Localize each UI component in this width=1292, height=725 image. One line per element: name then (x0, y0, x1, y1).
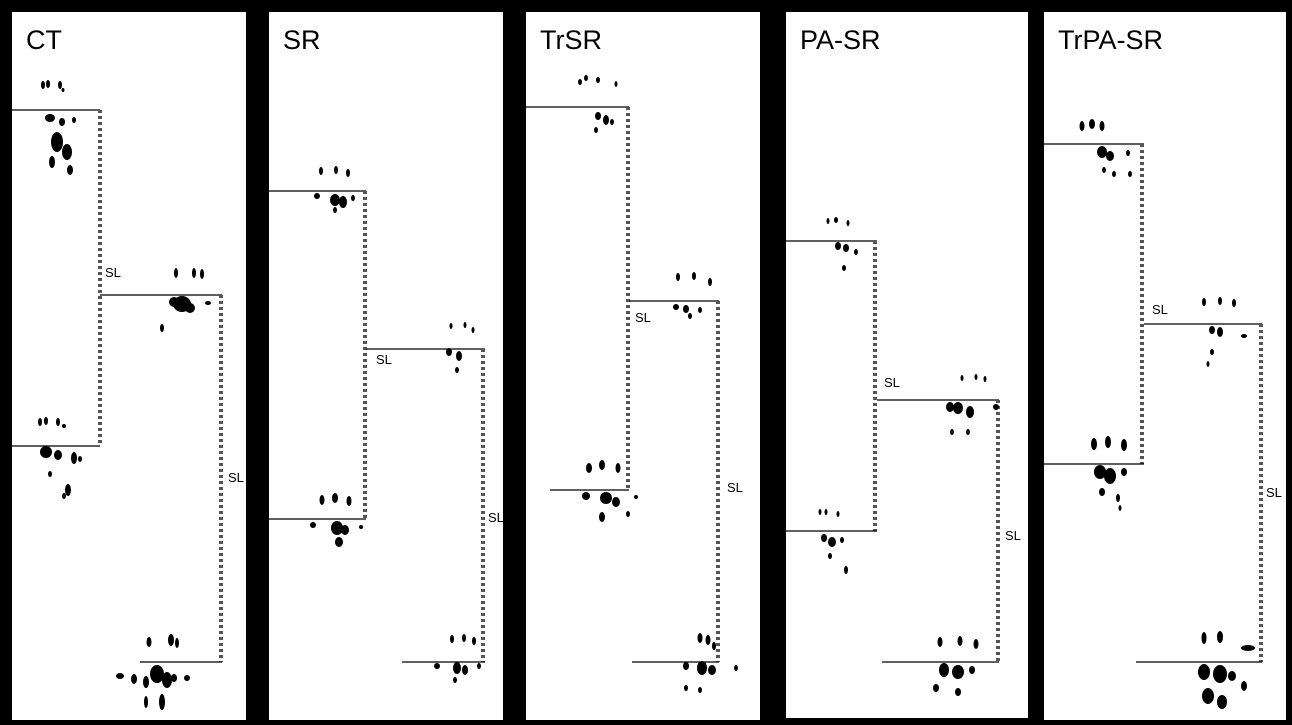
stride-length-label: SL (228, 470, 244, 485)
panel-title: CT (26, 25, 62, 55)
panel-title: PA-SR (800, 25, 881, 55)
pa-sr-gait-diagram: SL SL (786, 217, 1021, 696)
stride-length-label: SL (1266, 485, 1282, 500)
paw-print (116, 634, 190, 710)
paw-print (38, 417, 82, 499)
panel-sr: SL SL SR (269, 12, 503, 720)
stride-length-label: SL (635, 310, 651, 325)
stride-length-label: SL (1152, 302, 1168, 317)
panel-title: TrSR (540, 25, 602, 55)
stride-length-label: SL (1005, 528, 1021, 543)
paw-print (160, 268, 211, 332)
panel-title: TrPA-SR (1058, 25, 1163, 55)
paw-print (933, 636, 979, 696)
paw-print (434, 634, 481, 683)
panel-trpa-sr: SL SL TrPA-SR (1044, 12, 1286, 720)
paw-print (41, 80, 76, 175)
stride-length-label: SL (884, 375, 900, 390)
paw-print (673, 272, 712, 319)
trpa-sr-gait-diagram: SL SL (1044, 119, 1282, 709)
panel-title: SR (283, 25, 321, 55)
stride-length-label: SL (727, 480, 743, 495)
paw-print (310, 493, 363, 547)
ct-gait-diagram: SL SL (12, 80, 244, 710)
sr-gait-diagram: SL SL (269, 166, 503, 683)
paw-print (818, 509, 848, 574)
stride-length-label: SL (376, 352, 392, 367)
paw-print (314, 166, 355, 213)
trsr-gait-diagram: SL SL (526, 75, 743, 693)
paw-print (1079, 119, 1132, 177)
stride-length-label: SL (488, 510, 503, 525)
paw-print (582, 460, 638, 522)
panel-pa-sr: SL SL PA-SR (786, 12, 1028, 718)
panel-ct: SL SL CT (12, 12, 246, 720)
paw-print (946, 374, 999, 435)
paw-print (1198, 631, 1255, 709)
stride-length-label: SL (105, 265, 121, 280)
paw-print (683, 633, 738, 693)
paw-print (826, 217, 858, 271)
paw-print (1202, 297, 1247, 367)
paw-print (578, 75, 618, 133)
panel-trsr: SL SL TrSR (526, 12, 760, 720)
paw-print (446, 322, 475, 373)
paw-print (1091, 436, 1127, 511)
